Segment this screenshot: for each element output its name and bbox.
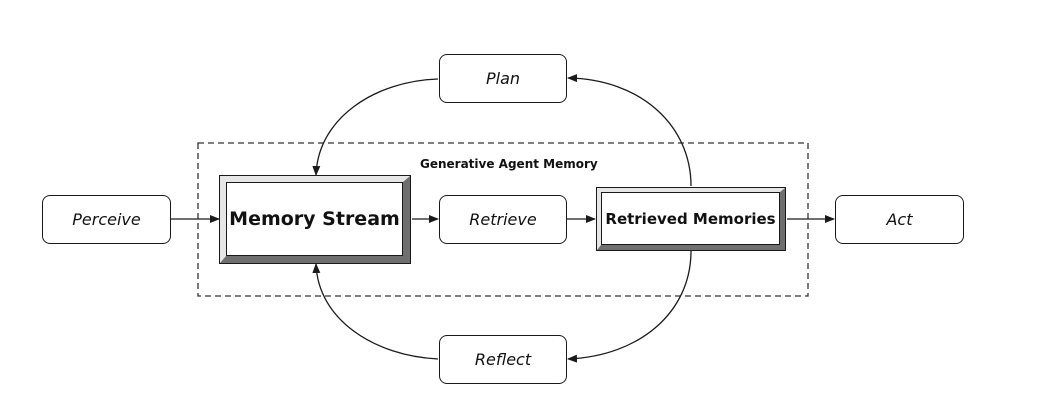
memory-stream-node: Memory Stream (219, 175, 411, 264)
arrow-reflect-to-memory-stream (312, 263, 439, 360)
arrow-plan-to-memory-stream (312, 78, 439, 176)
perceive-node: Perceive (42, 195, 171, 244)
retrieve-node: Retrieve (439, 195, 567, 244)
act-node: Act (835, 195, 964, 244)
retrieved-memories-node: Retrieved Memories (596, 187, 786, 251)
arrow-retrieved-memories-to-reflect (567, 250, 692, 363)
arrow-retrieved-memories-to-plan (567, 74, 692, 187)
memory-group-boundary (197, 142, 809, 297)
memory-group-label: Generative Agent Memory (420, 157, 598, 171)
retrieved-memories-label: Retrieved Memories (601, 192, 780, 245)
plan-node: Plan (439, 54, 567, 103)
memory-stream-label: Memory Stream (226, 182, 403, 256)
reflect-node: Reflect (439, 335, 567, 384)
